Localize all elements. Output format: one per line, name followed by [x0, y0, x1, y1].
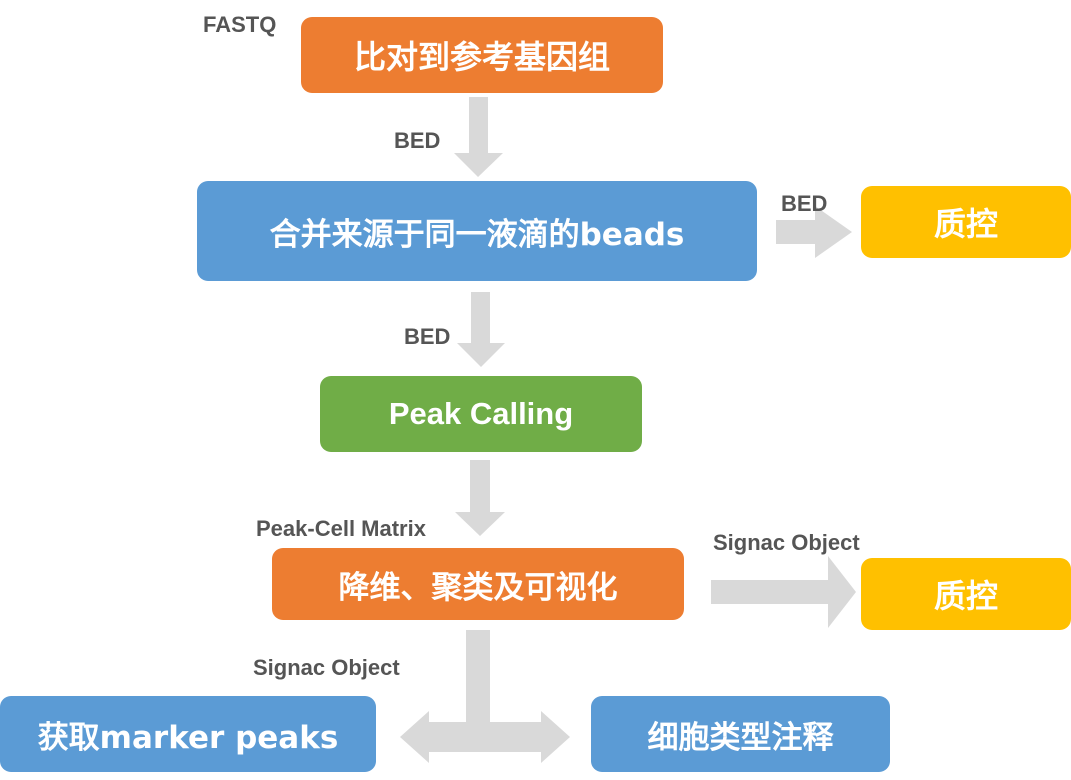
get-marker-peaks-node: 获取marker peaks [0, 696, 376, 772]
down-arrow-icon [455, 460, 505, 536]
peak-cell-matrix-label: Peak-Cell Matrix [256, 516, 426, 541]
qc-node-2: 质控 [861, 558, 1071, 630]
fastq-label: FASTQ [203, 12, 277, 37]
align-to-reference-node: 比对到参考基因组 [301, 17, 663, 93]
bed-label-right: BED [781, 191, 828, 216]
split-arrow-icon [400, 630, 570, 763]
qc-node-1: 质控 [861, 186, 1071, 258]
bed-label-2: BED [404, 324, 451, 349]
cell-type-annotation-node: 细胞类型注释 [591, 696, 890, 772]
signac-object-label-right: Signac Object [713, 530, 860, 555]
signac-object-label-down: Signac Object [253, 655, 400, 680]
down-arrow-icon [457, 292, 505, 367]
right-arrow-icon [776, 206, 852, 258]
bed-label-1: BED [394, 128, 441, 153]
down-arrow-icon [454, 97, 503, 177]
merge-beads-node: 合并来源于同一液滴的beads [197, 181, 757, 281]
right-arrow-icon [711, 556, 856, 628]
peak-calling-node: Peak Calling [320, 376, 642, 452]
dim-reduction-clustering-node: 降维、聚类及可视化 [272, 548, 684, 620]
